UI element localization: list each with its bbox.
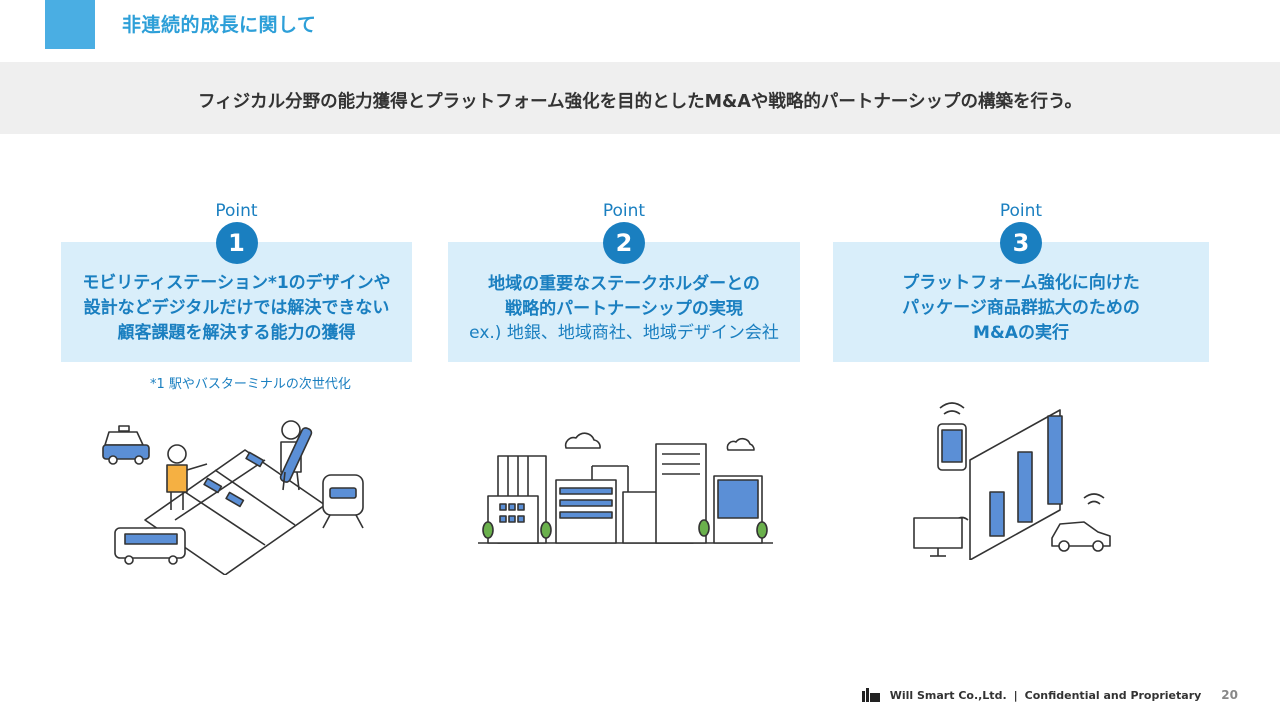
point-2-label: Point: [602, 201, 646, 221]
summary-text: フィジカル分野の能力獲得とプラットフォーム強化を目的としたM&Aや戦略的パートナ…: [198, 92, 1082, 112]
page-number: 20: [1221, 688, 1238, 702]
point-2-number: 2: [603, 222, 645, 264]
point-1-line-1: モビリティステーション*1のデザインや: [82, 272, 391, 293]
summary-banner: フィジカル分野の能力獲得とプラットフォーム強化を目的としたM&Aや戦略的パートナ…: [0, 62, 1280, 134]
point-3-box: プラットフォーム強化に向けた パッケージ商品群拡大のための M&Aの実行: [833, 242, 1209, 362]
platform-iot-illustration: [913, 402, 1111, 560]
point-1-footnote: *1 駅やバスターミナルの次世代化: [150, 377, 351, 392]
footer-separator: |: [1013, 688, 1018, 702]
city-illustration: [478, 432, 773, 544]
point-1-label: Point: [215, 201, 258, 221]
point-3-number: 3: [1000, 222, 1042, 264]
company-logo-icon: [861, 688, 880, 702]
point-3-line-1: プラットフォーム強化に向けた: [902, 272, 1140, 293]
point-1-line-3: 顧客課題を解決する能力の獲得: [117, 322, 356, 343]
point-2-line-1: 地域の重要なステークホルダーとの: [488, 273, 760, 294]
footer: Will Smart Co.,Ltd. | Confidential and P…: [861, 688, 1238, 702]
point-1-box: モビリティステーション*1のデザインや 設計などデジタルだけでは解決できない 顧…: [61, 242, 412, 362]
title-accent-bar: [45, 0, 95, 49]
point-3-line-2: パッケージ商品群拡大のための: [902, 297, 1140, 318]
mobility-station-illustration: [102, 420, 364, 575]
footer-company: Will Smart Co.,Ltd.: [889, 688, 1007, 702]
point-2-line-2: 戦略的パートナーシップの実現: [505, 298, 743, 319]
point-3-label: Point: [999, 201, 1043, 221]
point-1-line-2: 設計などデジタルだけでは解決できない: [83, 297, 390, 318]
point-1-number: 1: [215, 222, 258, 264]
page-title: 非連続的成長に関して: [122, 14, 317, 36]
point-3-line-3: M&Aの実行: [973, 322, 1069, 343]
point-2-example: ex.) 地銀、地域商社、地域デザイン会社: [469, 322, 779, 343]
footer-confidential: Confidential and Proprietary: [1024, 688, 1202, 702]
